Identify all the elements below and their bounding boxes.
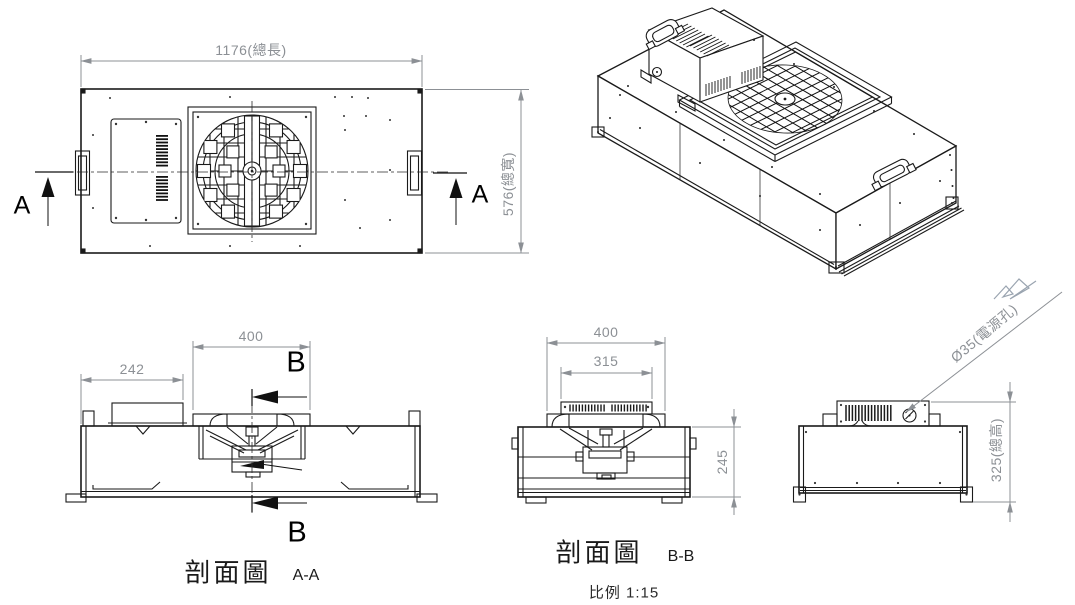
scale-note: 比例 1:15 [588, 584, 660, 602]
top-view-handle-right [406, 150, 423, 196]
iso-feet [591, 126, 959, 274]
dim-total-length: 1176(總長) [215, 42, 287, 58]
dim-total-width: 576(總寬) [500, 151, 516, 217]
caption-section-aa: 剖面圖 [184, 557, 272, 588]
top-view-centerlines [57, 101, 448, 242]
dim-control-box-offset: 242 [119, 361, 145, 377]
top-view [35, 55, 529, 254]
sketch-mark [993, 278, 1037, 300]
section-marker-a-right: A [471, 180, 489, 209]
section-marker-b-bottom: B [287, 516, 307, 549]
section-aa-view [65, 341, 438, 516]
section-a-arrows [35, 171, 467, 226]
iso-bottom-rail [599, 129, 965, 277]
section-marker-b-top: B [286, 346, 306, 379]
caption-section-bb-ref: B-B [667, 548, 695, 565]
top-view-rivets [92, 96, 391, 247]
top-view-electrical-box [110, 118, 182, 224]
bb-control-box [560, 401, 653, 415]
side-view-dimensions [905, 291, 1063, 522]
side-view-rivets [798, 403, 968, 496]
dim-fan-deck-aa: 400 [238, 328, 264, 344]
dim-total-height: 325(總高) [988, 417, 1004, 483]
caption-section-aa-ref: A-A [292, 567, 320, 584]
side-view [792, 291, 1063, 522]
section-bb-view [511, 337, 741, 515]
aa-fan-assembly [192, 413, 311, 478]
iso-control-box [640, 7, 765, 112]
iso-rivets [609, 39, 955, 231]
section-b-arrows [251, 389, 307, 512]
top-view-dimensions [80, 55, 529, 254]
section-aa-dimensions [80, 341, 311, 424]
caption-section-bb: 剖面圖 [555, 537, 643, 568]
iso-carry-handle [871, 158, 917, 192]
aa-electrical-box [108, 402, 187, 427]
dim-fan-deck-bb: 400 [593, 324, 619, 340]
dim-body-height: 245 [714, 449, 730, 475]
section-bb-dimensions [546, 337, 741, 515]
dim-control-box-bb: 315 [593, 353, 619, 369]
bb-motor [575, 446, 635, 480]
section-marker-a-left: A [13, 191, 31, 220]
isometric-view [591, 7, 1037, 300]
iso-cable-gland [651, 66, 663, 78]
iso-control-box-handle [645, 18, 686, 51]
top-view-handle-left [74, 150, 91, 196]
